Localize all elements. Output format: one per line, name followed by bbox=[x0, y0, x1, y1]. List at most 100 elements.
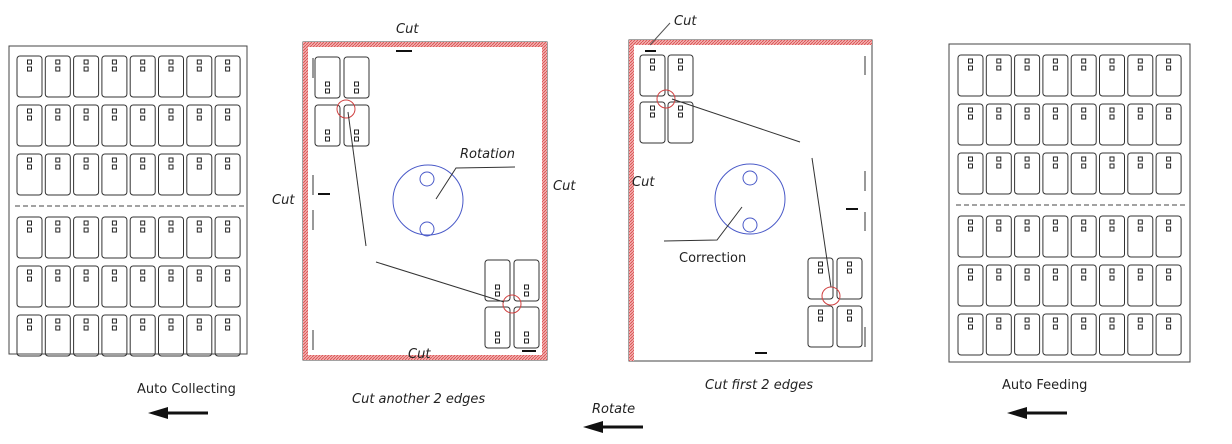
card bbox=[1099, 103, 1125, 146]
card bbox=[1127, 264, 1154, 307]
arrow-left-icon bbox=[583, 421, 603, 433]
card bbox=[1155, 152, 1182, 195]
card bbox=[807, 305, 834, 348]
card-grid bbox=[15, 55, 245, 357]
alignment-marker-top bbox=[336, 99, 356, 119]
card bbox=[186, 104, 213, 147]
card bbox=[214, 55, 241, 98]
card bbox=[1042, 54, 1069, 97]
card bbox=[985, 264, 1012, 307]
panel-auto-feeding: Auto Feeding bbox=[948, 43, 1191, 419]
card bbox=[1014, 103, 1041, 146]
label-rotate: Rotate bbox=[592, 402, 635, 417]
card bbox=[1070, 313, 1097, 356]
card bbox=[667, 54, 694, 97]
card bbox=[214, 104, 241, 147]
card bbox=[101, 55, 128, 98]
card bbox=[836, 305, 863, 348]
card bbox=[158, 55, 184, 98]
card bbox=[1014, 313, 1041, 356]
card bbox=[44, 265, 71, 308]
card bbox=[1155, 54, 1182, 97]
label-cut-top: Cut bbox=[674, 14, 697, 29]
card bbox=[1099, 215, 1125, 258]
card bbox=[186, 216, 213, 259]
card bbox=[101, 265, 128, 308]
caption-cut-another-2-edges: Cut another 2 edges bbox=[352, 392, 485, 407]
label-correction: Correction bbox=[679, 251, 746, 266]
correction-table-icon bbox=[714, 163, 786, 235]
card bbox=[1155, 103, 1182, 146]
card bbox=[513, 259, 540, 302]
cut-edge-top bbox=[303, 42, 547, 47]
label-cut-right: Cut bbox=[553, 179, 576, 194]
card bbox=[985, 54, 1012, 97]
arrow-left-icon bbox=[148, 407, 208, 419]
card bbox=[1127, 54, 1154, 97]
card bbox=[186, 55, 213, 98]
card bbox=[957, 103, 984, 146]
card bbox=[214, 314, 241, 357]
card bbox=[985, 313, 1012, 356]
card bbox=[1070, 264, 1097, 307]
card bbox=[639, 101, 666, 144]
card bbox=[101, 216, 128, 259]
label-cut-top: Cut bbox=[396, 22, 419, 37]
card bbox=[1042, 103, 1069, 146]
card bbox=[1042, 215, 1069, 258]
card bbox=[158, 104, 184, 147]
card bbox=[957, 152, 984, 195]
card bbox=[1070, 103, 1097, 146]
card bbox=[44, 153, 71, 196]
card bbox=[1042, 152, 1069, 195]
card bbox=[158, 153, 184, 196]
card-grid bbox=[956, 54, 1186, 356]
cut-edge-left bbox=[303, 42, 308, 360]
card bbox=[129, 265, 156, 308]
card bbox=[1070, 215, 1097, 258]
card bbox=[129, 314, 156, 357]
card bbox=[73, 55, 100, 98]
card bbox=[16, 55, 43, 98]
card bbox=[16, 265, 43, 308]
card bbox=[44, 216, 71, 259]
card bbox=[985, 152, 1012, 195]
rotation-table-icon bbox=[392, 164, 464, 237]
card bbox=[957, 215, 984, 258]
arrow-left-icon bbox=[1007, 407, 1067, 419]
card bbox=[1042, 313, 1069, 356]
cut-edge-top bbox=[629, 40, 872, 45]
card bbox=[73, 104, 100, 147]
card bbox=[73, 314, 100, 357]
card bbox=[513, 306, 540, 349]
panel-cut-another-2-edges: Rotation Cut Cut Cut Cut Cut another 2 e… bbox=[272, 22, 576, 407]
card bbox=[1127, 152, 1154, 195]
caption-cut-first-2-edges: Cut first 2 edges bbox=[705, 378, 813, 393]
card bbox=[957, 264, 984, 307]
panel-cut-first-2-edges: Correction Cut Cut Cut first 2 edges bbox=[628, 14, 873, 393]
sheet-outline bbox=[8, 45, 248, 355]
card bbox=[343, 104, 370, 147]
card bbox=[484, 259, 511, 302]
card bbox=[101, 314, 128, 357]
panel-auto-collecting: Auto Collecting bbox=[8, 45, 248, 419]
card bbox=[16, 216, 43, 259]
card bbox=[158, 314, 184, 357]
card bbox=[214, 153, 241, 196]
card bbox=[1099, 152, 1125, 195]
card bbox=[101, 104, 128, 147]
cut-edge-right bbox=[542, 42, 547, 360]
card bbox=[44, 104, 71, 147]
card bbox=[314, 104, 341, 147]
caption-auto-collecting: Auto Collecting bbox=[137, 382, 236, 397]
card bbox=[186, 153, 213, 196]
card bbox=[985, 215, 1012, 258]
card bbox=[1014, 215, 1041, 258]
card bbox=[129, 153, 156, 196]
card bbox=[158, 216, 184, 259]
card bbox=[16, 104, 43, 147]
card bbox=[1014, 264, 1041, 307]
label-cut-bottom: Cut bbox=[408, 347, 431, 362]
label-cut-left: Cut bbox=[272, 193, 295, 208]
card bbox=[1127, 215, 1154, 258]
